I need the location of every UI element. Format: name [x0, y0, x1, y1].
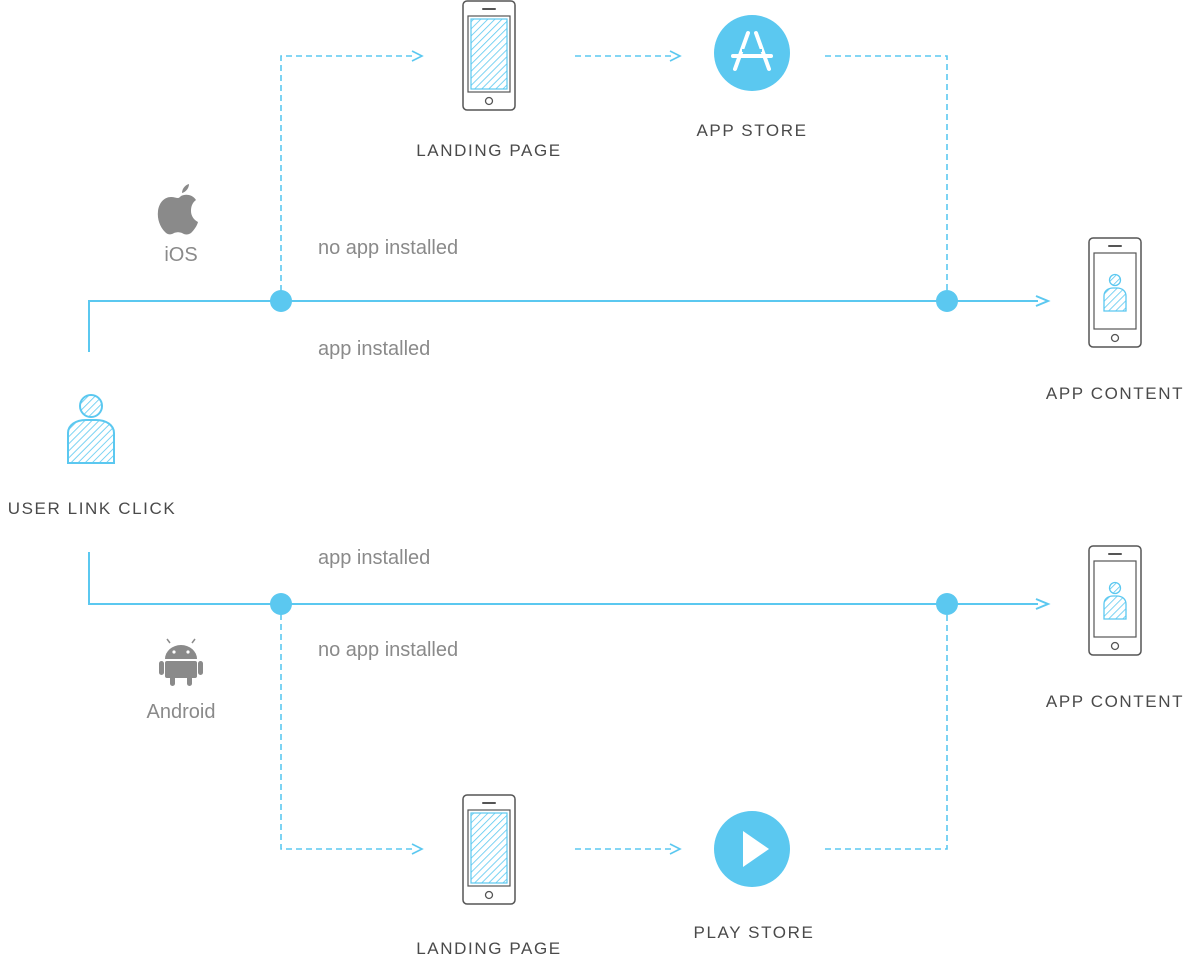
app-store-icon [714, 15, 790, 91]
user-icon [67, 394, 115, 464]
ios-merge-node [936, 290, 958, 312]
android-landing-arrowhead [411, 843, 424, 855]
user-link-click-label: USER LINK CLICK [7, 499, 177, 518]
ios-app-content-phone-icon [1088, 237, 1142, 348]
ios-flow [88, 50, 1051, 352]
ios-branch-node [270, 290, 292, 312]
android-store-return-path [825, 604, 948, 850]
android-platform-label: Android [146, 701, 216, 723]
play-store-icon [714, 811, 790, 887]
ios-landing-page-label: LANDING PAGE [416, 141, 562, 160]
android-landing-phone-icon [462, 794, 516, 905]
ios-store-arrowhead [669, 50, 682, 62]
android-app-content-label: APP CONTENT [1045, 692, 1185, 711]
ios-landing-arrowhead [411, 50, 424, 62]
ios-no-app-label: no app installed [318, 237, 459, 259]
android-no-app-path [280, 604, 414, 850]
android-branch-node [270, 593, 292, 615]
ios-content-arrowhead [1035, 295, 1051, 307]
ios-app-installed-label: app installed [318, 338, 431, 360]
apple-icon [157, 184, 198, 235]
play-store-label: PLAY STORE [693, 923, 815, 942]
ios-main-path [88, 300, 1038, 352]
ios-no-app-path [280, 55, 414, 301]
android-app-content-phone-icon [1088, 545, 1142, 656]
ios-platform-label: iOS [164, 244, 198, 266]
ios-store-return-path [825, 55, 948, 301]
android-icon [159, 638, 203, 686]
android-flow [88, 552, 1051, 855]
app-store-label: APP STORE [696, 121, 808, 140]
android-main-path [88, 552, 1038, 605]
android-no-app-label: no app installed [318, 639, 459, 661]
android-app-installed-label: app installed [318, 547, 431, 569]
ios-landing-phone-icon [462, 0, 516, 111]
android-content-arrowhead [1035, 598, 1051, 610]
android-merge-node [936, 593, 958, 615]
android-store-arrowhead [669, 843, 682, 855]
android-landing-page-label: LANDING PAGE [416, 939, 562, 956]
ios-app-content-label: APP CONTENT [1045, 384, 1185, 403]
